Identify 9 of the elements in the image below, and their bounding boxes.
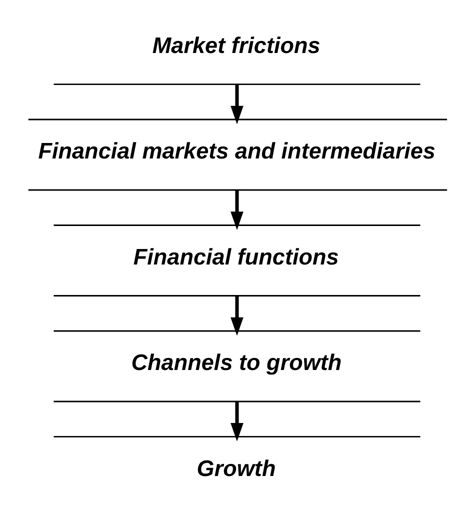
arrow	[230, 84, 243, 124]
node-text: Financial functions	[132, 244, 338, 270]
arrow	[230, 190, 243, 230]
node-text: Financial markets and intermediaries	[38, 138, 435, 164]
arrow	[230, 296, 243, 336]
arrow	[230, 402, 243, 442]
node-text: Market frictions	[152, 32, 320, 58]
node-text: Growth	[196, 456, 276, 481]
node-text: Channels to growth	[130, 350, 342, 376]
